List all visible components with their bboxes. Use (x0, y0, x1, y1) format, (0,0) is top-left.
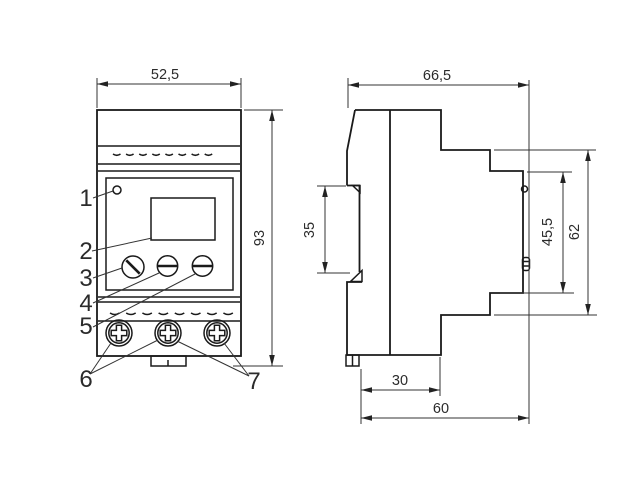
vent-slots-top (112, 153, 213, 157)
terminal-screws (105, 319, 231, 347)
adjust-knob-3 (191, 254, 214, 278)
dim-mid-body-label: 62 (567, 224, 583, 240)
callout-3: 3 (79, 265, 92, 292)
din-clip-tab-front (150, 355, 187, 367)
callout-6: 6 (79, 366, 92, 393)
front-body-outline (96, 109, 242, 357)
panel-frame (105, 177, 234, 291)
front-face-hole (520, 185, 529, 193)
callout-1: 1 (79, 185, 92, 212)
dim-front-face: 45,5 (500, 171, 574, 294)
vent-slots-bottom (109, 312, 234, 316)
callout-5: 5 (79, 313, 92, 340)
display-window (150, 197, 216, 241)
dim-side-depth-label: 66,5 (423, 68, 451, 84)
front-view: 52,5 93 1 2 3 4 5 6 7 (79, 67, 283, 395)
dim-base-step: 30 (360, 357, 441, 424)
dim-base-depth-label: 60 (433, 401, 449, 417)
din-claw-top (350, 184, 361, 195)
dim-base-step-label: 30 (392, 373, 408, 389)
adjust-knob-2 (156, 254, 179, 278)
callouts: 1 2 3 4 5 6 7 (79, 185, 260, 395)
callout-2: 2 (79, 238, 92, 265)
dim-front-width: 52,5 (96, 67, 242, 108)
callout-4: 4 (79, 290, 92, 317)
dim-front-width-label: 52,5 (151, 67, 179, 83)
terminal-screw-2 (154, 319, 182, 347)
dim-base-depth: 60 (361, 401, 529, 421)
side-body-outline (345, 109, 531, 367)
dim-front-face-label: 45,5 (540, 218, 556, 246)
dim-front-height-label: 93 (252, 230, 268, 246)
terminal-screw-1 (105, 319, 133, 347)
terminal-screw-3 (203, 319, 231, 347)
adjust-knob-1 (121, 255, 145, 279)
din-claw-bottom (348, 268, 363, 283)
callout-7: 7 (247, 368, 260, 395)
side-view: 66,5 35 45,5 62 (302, 68, 597, 424)
din-clip-tab-side (345, 354, 360, 367)
dim-mid-body: 62 (494, 149, 597, 316)
dim-rail-recess: 35 (302, 185, 350, 274)
control-panel (105, 177, 234, 291)
dim-rail-recess-label: 35 (302, 222, 318, 238)
dim-side-depth: 66,5 (347, 68, 529, 108)
led-indicator (112, 185, 122, 195)
